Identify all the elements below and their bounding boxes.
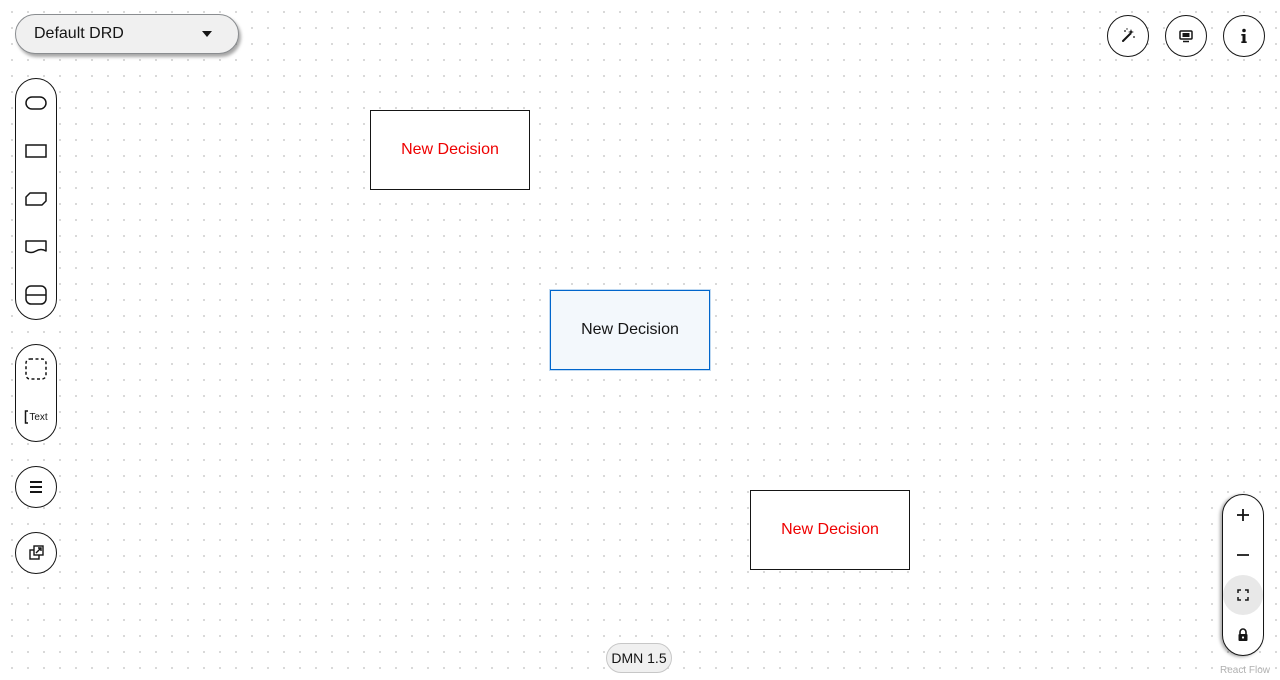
dmn-version-badge: DMN 1.5 xyxy=(606,643,672,673)
input-data-icon xyxy=(25,96,47,110)
palette-knowledge-source[interactable] xyxy=(16,223,56,271)
external-nodes-button[interactable] xyxy=(15,532,57,574)
zoom-out-icon xyxy=(1237,554,1249,556)
decision-node-label: New Decision xyxy=(401,141,499,158)
bkm-icon xyxy=(25,192,47,206)
external-link-icon xyxy=(29,545,44,560)
palette-decision[interactable] xyxy=(16,127,56,175)
palette-decision-service[interactable] xyxy=(16,271,56,319)
magic-wand-icon xyxy=(1122,28,1135,42)
palette-text-annotation[interactable]: Text xyxy=(16,393,56,441)
react-flow-attribution[interactable]: React Flow xyxy=(1219,665,1270,676)
palette-group[interactable] xyxy=(16,345,56,393)
zoom-out-button[interactable] xyxy=(1223,535,1263,575)
fit-view-icon xyxy=(1237,589,1249,601)
palette-bkm[interactable] xyxy=(16,175,56,223)
info-icon xyxy=(1241,28,1247,43)
decision-node-label: New Decision xyxy=(581,321,679,338)
node-palette xyxy=(15,78,57,320)
caret-down-icon xyxy=(202,31,212,37)
zoom-controls xyxy=(1222,494,1264,656)
decision-node-label: New Decision xyxy=(781,521,879,538)
decision-service-icon xyxy=(25,285,47,305)
overlays-button[interactable] xyxy=(1165,15,1207,57)
screen-overlay-icon xyxy=(1179,30,1193,43)
fit-view-button[interactable] xyxy=(1223,575,1263,615)
text-annotation-label: Text xyxy=(29,411,48,423)
zoom-in-icon xyxy=(1237,509,1249,521)
list-icon xyxy=(30,481,42,493)
decision-icon xyxy=(25,144,47,158)
lock-button[interactable] xyxy=(1223,615,1263,655)
autolayout-button[interactable] xyxy=(1107,15,1149,57)
decision-node[interactable]: New Decision xyxy=(370,110,530,190)
drd-selector-label: Default DRD xyxy=(34,25,124,42)
group-icon xyxy=(25,358,47,380)
decision-node-selected[interactable]: New Decision xyxy=(550,290,710,370)
drg-nodes-button[interactable] xyxy=(15,466,57,508)
zoom-in-button[interactable] xyxy=(1223,495,1263,535)
lock-icon xyxy=(1238,628,1248,641)
text-annotation-icon xyxy=(25,410,29,424)
palette-input-data[interactable] xyxy=(16,79,56,127)
decision-node[interactable]: New Decision xyxy=(750,490,910,570)
extras-palette: Text xyxy=(15,344,57,442)
knowledge-source-icon xyxy=(25,240,47,254)
info-button[interactable] xyxy=(1223,15,1265,57)
drd-selector[interactable]: Default DRD xyxy=(15,14,239,54)
